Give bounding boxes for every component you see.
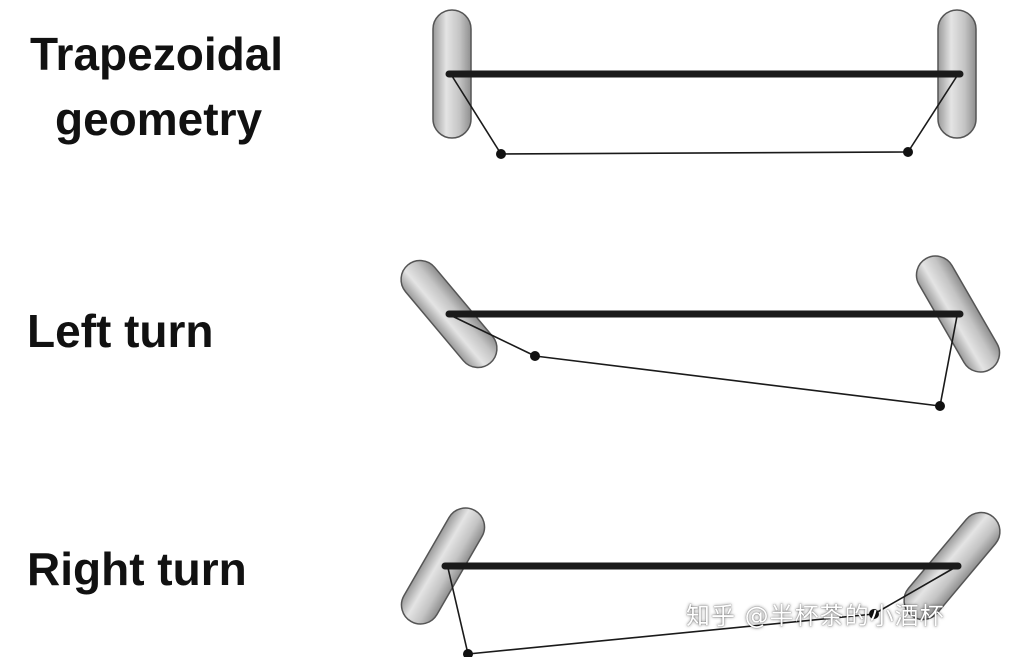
- right-tie-rod-joint: [903, 147, 913, 157]
- right-steering-arm: [907, 75, 958, 153]
- left-steering-arm: [451, 75, 502, 155]
- right-turn-diagram: [400, 507, 1001, 657]
- right-steering-arm: [873, 567, 955, 615]
- trapezoidal-geometry-label-line1: Trapezoidal: [30, 28, 284, 80]
- tie-rod: [534, 355, 941, 407]
- left-turn-diagram: [400, 255, 1001, 411]
- left-tie-rod-joint: [530, 351, 540, 361]
- right-tie-rod-joint: [935, 401, 945, 411]
- right-turn-label: Right turn: [27, 543, 247, 595]
- trapezoidal-geometry-diagram: [432, 9, 977, 159]
- watermark-text: 知乎 @半杯茶的小酒杯: [686, 602, 945, 630]
- tie-rod: [467, 613, 875, 655]
- left-steering-arm: [447, 567, 469, 655]
- trapezoidal-geometry-label-line2: geometry: [55, 93, 263, 145]
- left-steering-arm: [451, 315, 536, 357]
- tie-rod: [500, 151, 909, 155]
- left-turn-label: Left turn: [27, 305, 214, 357]
- left-tie-rod-joint: [463, 649, 473, 657]
- right-steering-arm: [939, 315, 958, 407]
- right-tie-rod-joint: [869, 609, 879, 619]
- left-tie-rod-joint: [496, 149, 506, 159]
